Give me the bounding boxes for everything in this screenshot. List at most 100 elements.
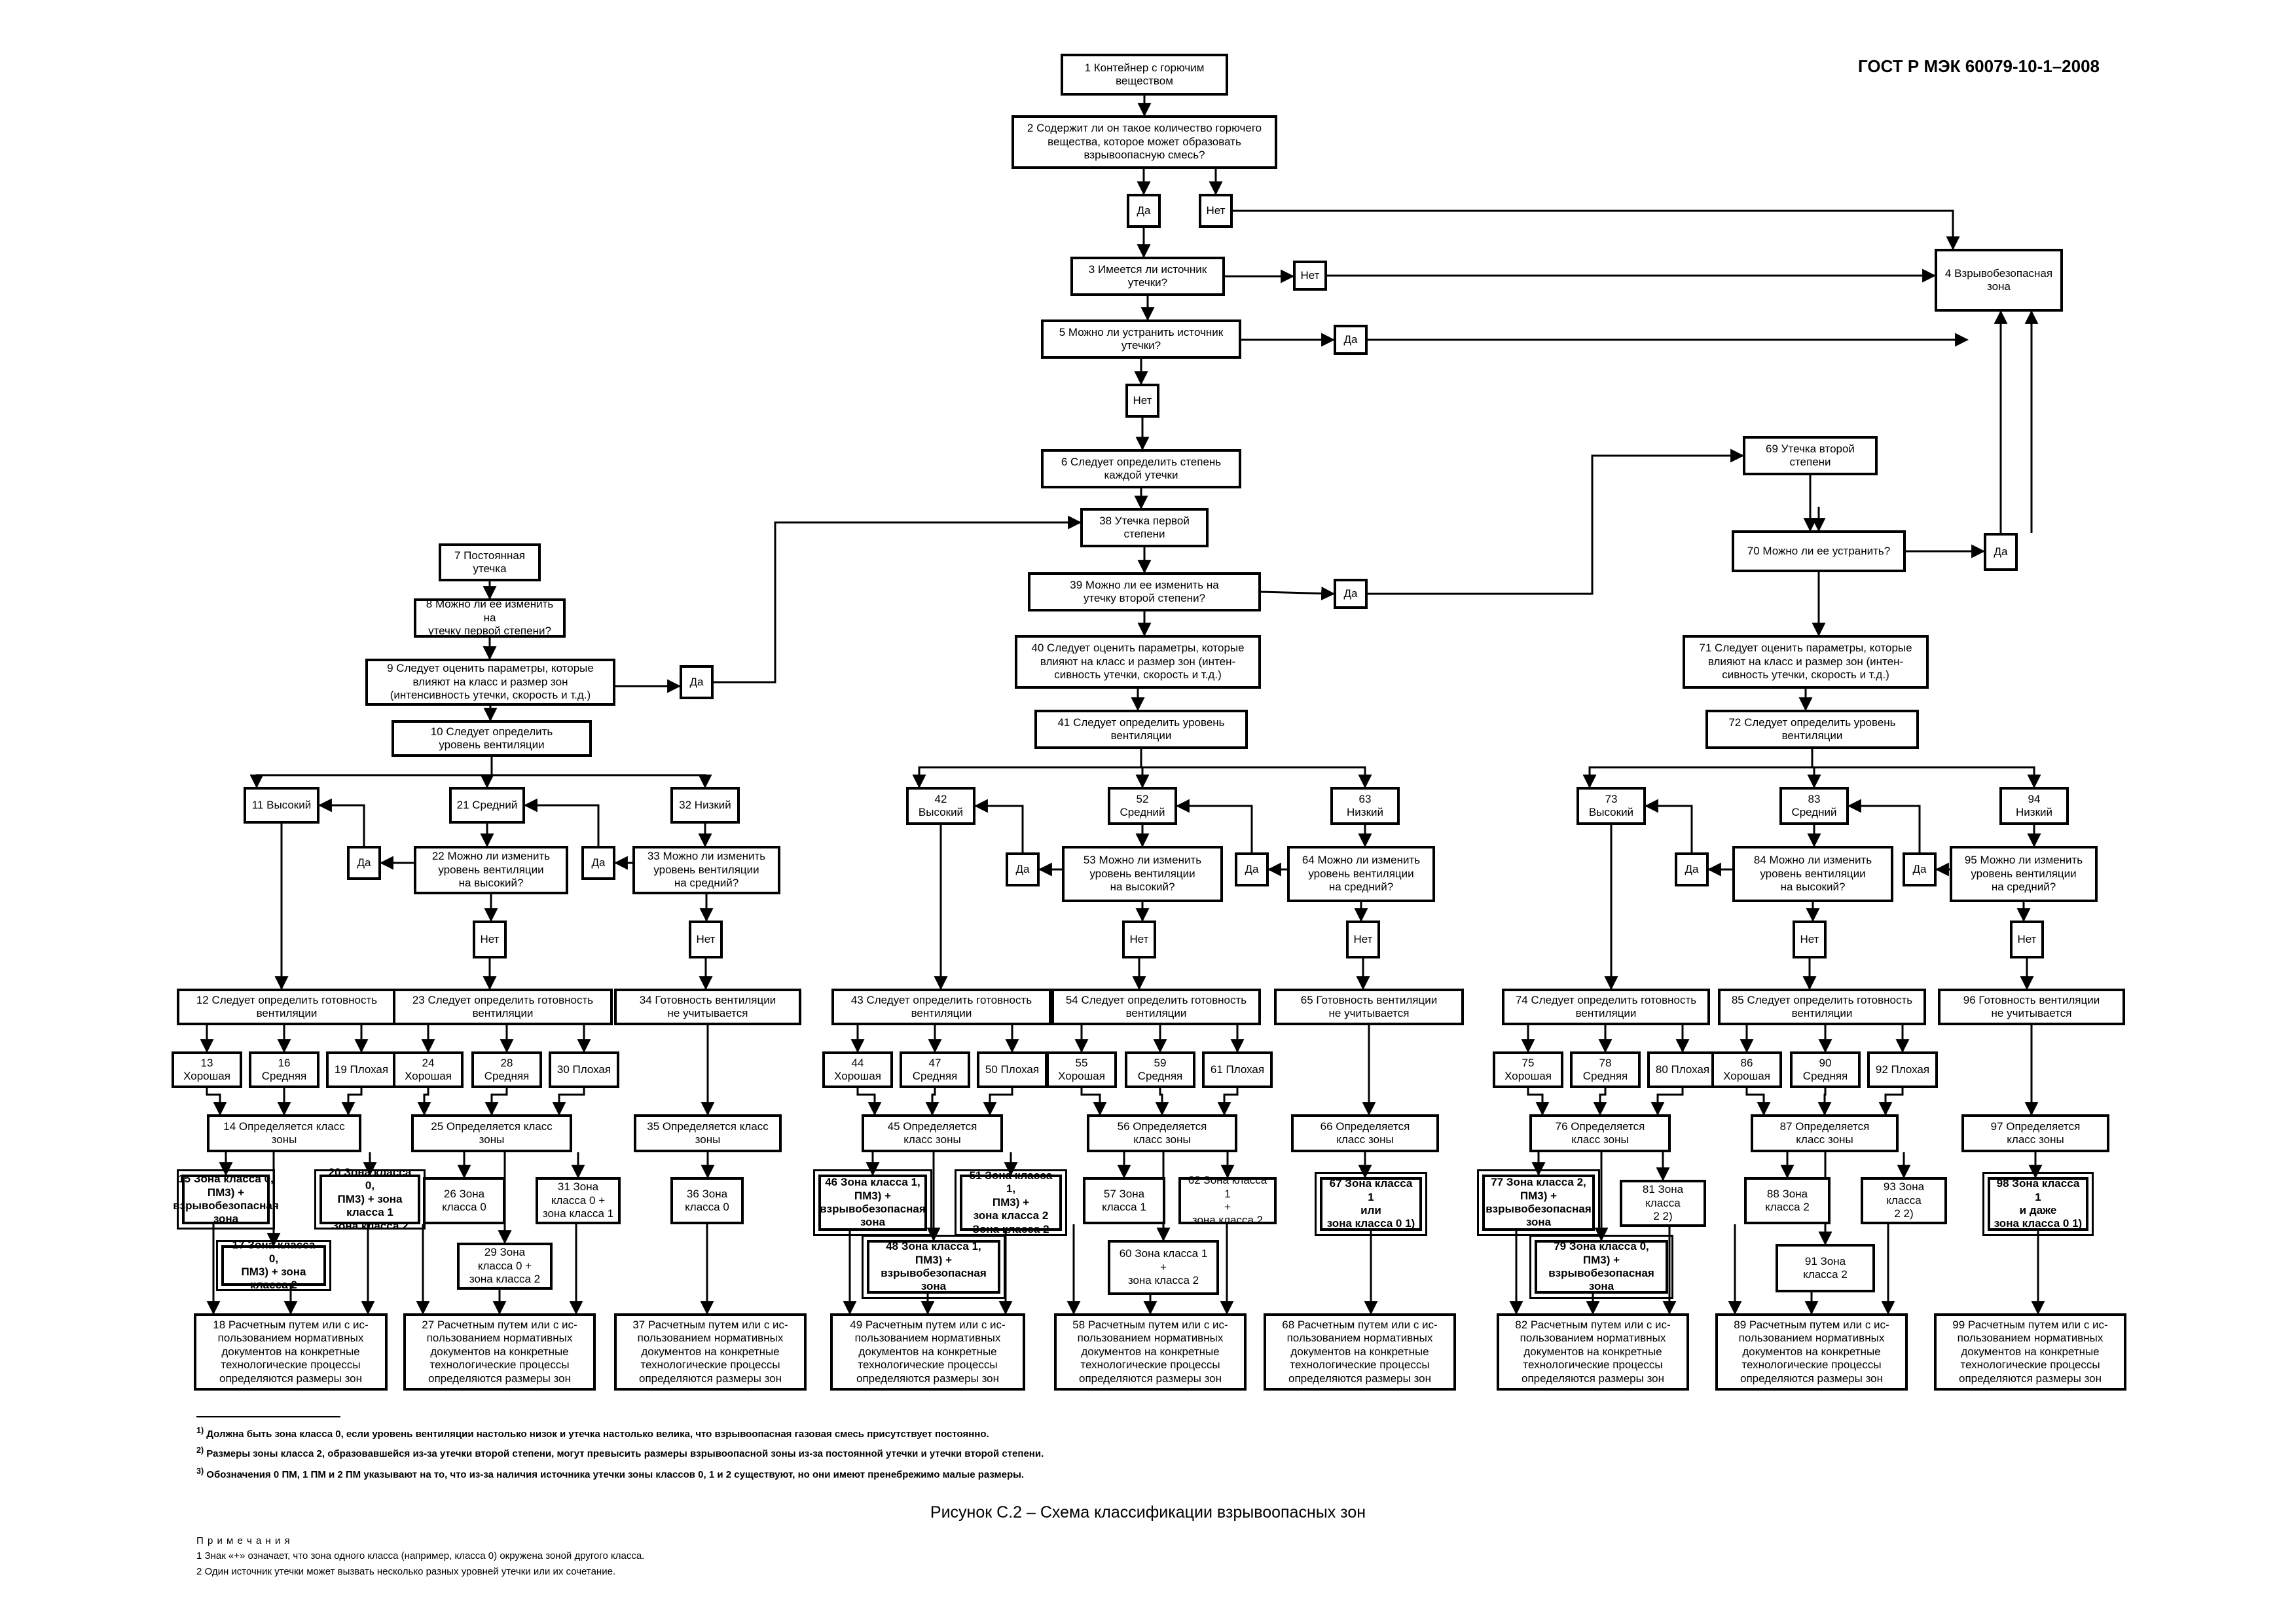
node-n24: 24 Хорошая [393,1051,464,1088]
node-n61: 61 Плохая [1202,1051,1273,1088]
node-n88: 88 Зона класса 2 [1744,1177,1831,1224]
footnote-rule [196,1416,340,1417]
node-n44: 44 Хорошая [822,1051,893,1088]
node-n93: 93 Зона класса 2 2) [1861,1177,1947,1224]
node-n42: 42 Высокий [906,787,975,825]
node-n52: 52 Средний [1108,787,1177,825]
connector-51 [974,799,1024,852]
node-n78: 78 Средняя [1570,1051,1641,1088]
node-n80: 80 Плохая [1647,1051,1718,1088]
node-n64: 64 Можно ли изменить уровень вентиляции … [1287,846,1435,902]
node-n67: 67 Зона класса 1 или зона класса 0 1) [1315,1172,1427,1236]
node-n14: 14 Определяется класс зоны [207,1114,361,1152]
node-n12: 12 Следует определить готовность вентиля… [177,989,397,1025]
node-n54: 54 Следует определить готовность вентиля… [1051,989,1261,1025]
connector-111 [1878,1088,1904,1116]
node-n79: 79 Зона класса 0, ПМ3) + взрывобезопасна… [1529,1235,1673,1299]
node-n6: 6 Следует определить степень каждой утеч… [1041,449,1241,488]
node-da-top: Да [1127,194,1161,228]
node-n53: 53 Можно ли изменить уровень вентиляции … [1062,846,1223,902]
node-n9: 9 Следует оценить параметры, которые вли… [365,659,615,706]
node-n49: 49 Расчетным путем или с ис- пользование… [830,1313,1025,1391]
connector-99 [1217,1088,1239,1116]
node-n41: 41 Следует определить уровень вентиляции [1034,710,1248,749]
node-n74: 74 Следует определить готовность вентиля… [1502,989,1710,1025]
node-n13: 13 Хорошая [172,1051,242,1088]
connector-105 [1650,1088,1684,1116]
node-n25: 25 Определяется класс зоны [411,1114,572,1152]
node-da-c2: Да [1903,852,1937,886]
node-n45: 45 Определяется класс зоны [862,1114,1003,1152]
connector-47 [912,766,1142,789]
connector-97 [1080,1088,1107,1116]
node-n71: 71 Следует оценить параметры, которые вл… [1683,635,1929,689]
node-n62: 62 Зона класса 1 + зона класса 2 [1178,1174,1277,1226]
node-n17: 17 Зона класса 0, ПМ3) + зона класса 2 [216,1239,331,1291]
node-n90: 90 Средняя [1790,1051,1861,1088]
node-n22: 22 Можно ли изменить уровень вентиляции … [414,846,568,894]
connector-85 [417,1088,431,1116]
connector-23 [1368,448,1745,595]
node-net22: Нет [473,921,507,958]
node-n68: 68 Расчетным путем или с ис- пользование… [1264,1313,1456,1391]
connector-68 [1847,799,1921,852]
node-n47: 47 Средняя [900,1051,970,1088]
node-n40: 40 Следует оценить параметры, которые вл… [1015,635,1261,689]
connector-36 [318,798,365,846]
node-n91: 91 Зона класса 2 [1776,1244,1875,1292]
connector-104 [1593,1088,1607,1116]
node-n89: 89 Расчетным путем или с ис- пользование… [1715,1313,1908,1391]
node-n96: 96 Готовность вентиляции не учитывается [1938,989,2125,1025]
node-n27: 27 Расчетным путем или с ис- пользование… [403,1313,596,1391]
node-n70: 70 Можно ли ее устранить? [1732,530,1906,572]
node-n29: 29 Зона класса 0 + зона класса 2 [457,1243,553,1290]
node-n58: 58 Расчетным путем или с ис- пользование… [1054,1313,1247,1391]
node-net95: Нет [2010,921,2044,958]
node-n36: 36 Зона класса 0 [670,1177,744,1224]
connector-22 [1260,586,1336,600]
connector-87 [552,1088,585,1116]
node-n48: 48 Зона класса 1, ПМ3) + взрывобезопасна… [862,1235,1006,1299]
node-n51: 51 Зона класса 1, ПМ3) + зона класса 2 З… [955,1169,1067,1236]
footnote-1: 1) Должна быть зона класса 0, если урове… [196,1426,989,1440]
node-n60: 60 Зона класса 1 + зона класса 2 [1108,1240,1219,1295]
node-n7: 7 Постоянная утечка [439,543,541,581]
node-da-a2: Да [581,846,615,880]
connector-49 [1142,766,1372,789]
footnote-3: 3) Обозначения 0 ПМ, 1 ПМ и 2 ПМ указыва… [196,1467,1025,1480]
connector-38 [523,798,600,846]
node-n75: 75 Хорошая [1493,1051,1563,1088]
connector-62 [1582,766,1814,789]
node-net33: Нет [689,921,723,958]
connector-34 [487,774,712,789]
connector-109 [1745,1088,1771,1116]
node-n31: 31 Зона класса 0 + зона класса 1 [536,1177,621,1224]
document-header: ГОСТ Р МЭК 60079-10-1–2008 [1858,56,2100,76]
node-net64: Нет [1346,921,1380,958]
node-n3: 3 Имеется ли источник утечки? [1070,257,1225,296]
node-net5: Нет [1125,384,1159,418]
node-n15: 15 Зона класса 0, ПМ3) + взрывобезопасна… [173,1169,279,1230]
footnote-2: 2) Размеры зоны класса 2, образовавшейся… [196,1446,1044,1459]
node-n99: 99 Расчетным путем или с ис- пользование… [1934,1313,2126,1391]
node-da-c1: Да [1675,852,1709,886]
node-n4: 4 Взрывобезопасная зона [1935,249,2063,312]
node-n69: 69 Утечка второй степени [1743,436,1878,475]
node-n5: 5 Можно ли устранить источник утечки? [1041,319,1241,359]
connector-32 [249,774,487,789]
connector-79 [206,1088,227,1116]
notes-title: П р и м е ч а н и я [196,1535,291,1546]
node-n23: 23 Следует определить готовность вентиля… [393,989,613,1025]
connector-103 [1527,1088,1550,1116]
node-n10: 10 Следует определить уровень вентиляции [392,720,592,757]
node-n37: 37 Расчетным путем или с ис- пользование… [614,1313,807,1391]
node-n84: 84 Можно ли изменить уровень вентиляции … [1732,846,1893,902]
node-n21: 21 Средний [449,787,525,824]
node-n65: 65 Готовность вентиляции не учитывается [1274,989,1464,1025]
node-n20: 20 Зона класса 0, ПМ3) + зона класса 1 З… [314,1166,426,1232]
node-n81: 81 Зона класса 2 2) [1620,1180,1706,1227]
connector-53 [1175,799,1253,852]
node-n18: 18 Расчетным путем или с ис- пользование… [194,1313,388,1391]
node-net53: Нет [1122,921,1156,958]
node-n28: 28 Средняя [471,1051,542,1088]
